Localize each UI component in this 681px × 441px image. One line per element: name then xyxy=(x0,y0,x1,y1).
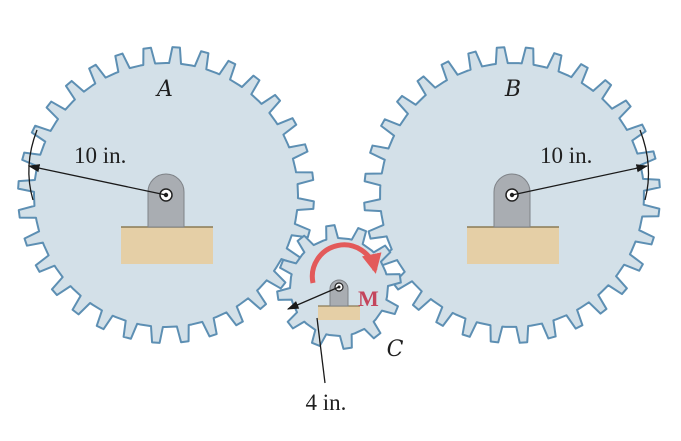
gear-c-bracket xyxy=(318,279,360,320)
gear-b: B 10 in. xyxy=(363,46,661,344)
gear-a: A 10 in. xyxy=(17,46,315,344)
gear-c-radius-label: 4 in. xyxy=(306,390,347,415)
gear-b-dim-tick xyxy=(639,129,650,201)
gear-c-dim-leader xyxy=(316,317,326,384)
moment-label: M xyxy=(358,286,379,311)
gear-c-base xyxy=(318,306,360,320)
gear-b-radius-arrow xyxy=(511,164,649,196)
gear-a-dim-tick xyxy=(28,129,38,201)
gear-a-radius-label: 10 in. xyxy=(74,143,126,168)
gear-b-bracket xyxy=(467,173,559,264)
gear-a-radius-arrow xyxy=(27,164,167,196)
gear-c: M C 4 in. xyxy=(276,224,404,415)
gear-c-radius-arrow xyxy=(286,286,340,310)
gear-a-base xyxy=(121,227,213,264)
curved-arrow-icon xyxy=(309,242,382,284)
gear-b-radius-label: 10 in. xyxy=(540,143,592,168)
gear-b-base xyxy=(467,227,559,264)
gear-b-label: B xyxy=(504,77,521,102)
gear-a-label: A xyxy=(155,77,173,102)
gear-c-label: C xyxy=(387,337,404,362)
